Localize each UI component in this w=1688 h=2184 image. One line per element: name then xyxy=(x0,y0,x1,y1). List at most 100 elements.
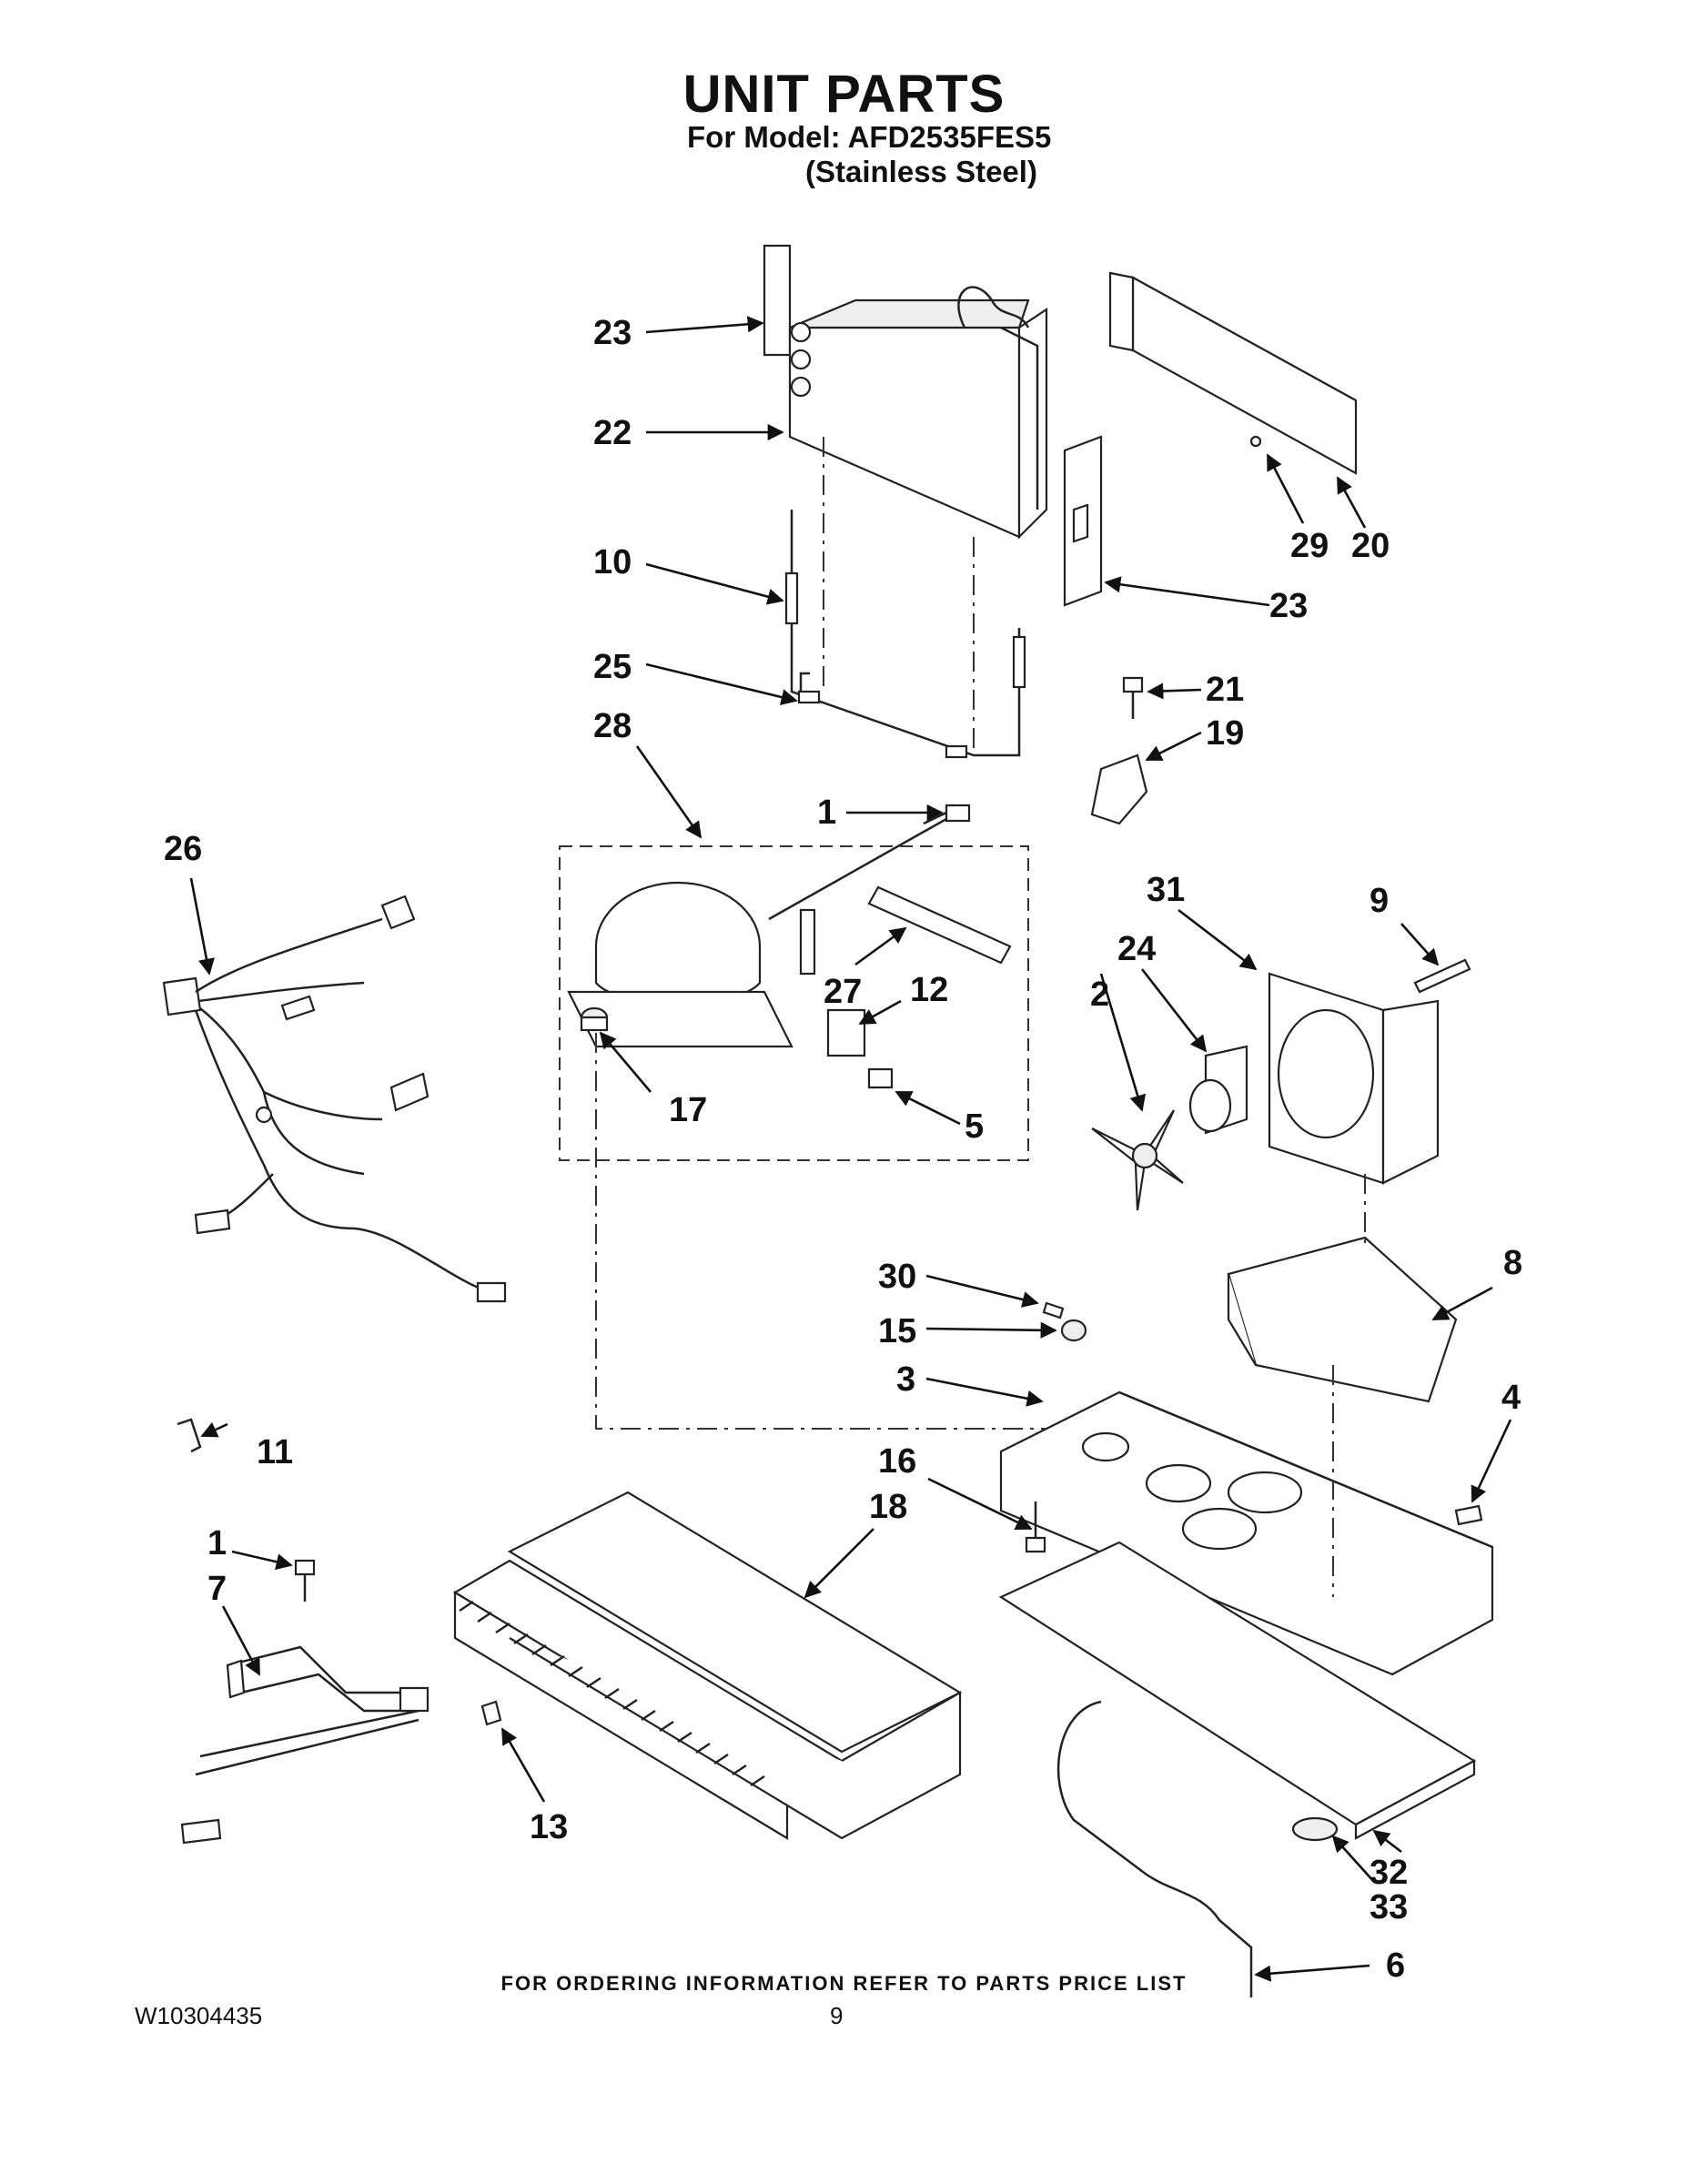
callout-13: 13 xyxy=(530,1808,568,1846)
callout-28: 28 xyxy=(593,707,632,745)
leader-21 xyxy=(1147,682,1202,700)
model-number: For Model: AFD2535FES5 xyxy=(687,120,1052,154)
defrost-heater-part xyxy=(784,510,1026,759)
leader-29 xyxy=(1266,453,1305,524)
hidden-line-compressor-base xyxy=(595,1033,1046,1430)
callout-1-top: 1 xyxy=(817,794,836,832)
leader-32 xyxy=(1372,1829,1402,1854)
compressor-assembly-outline xyxy=(559,845,1029,1161)
evaporator-part xyxy=(763,244,1048,540)
base-plate-part xyxy=(999,1390,1494,1676)
fan-shroud-part xyxy=(1268,972,1440,1185)
leader-12 xyxy=(858,999,902,1026)
callout-24: 24 xyxy=(1117,930,1156,968)
leader-28 xyxy=(635,745,702,839)
leader-27 xyxy=(854,926,907,966)
callout-23-right: 23 xyxy=(1269,587,1308,625)
callout-1-bottom: 1 xyxy=(207,1524,227,1562)
callout-30: 30 xyxy=(878,1258,916,1296)
screw-16-part xyxy=(1025,1502,1046,1553)
leader-5 xyxy=(895,1090,961,1126)
leader-13 xyxy=(500,1727,546,1803)
leader-31 xyxy=(1178,908,1258,971)
leader-23-top xyxy=(645,316,764,334)
foot-33-part xyxy=(1291,1816,1339,1842)
document-number: W10304435 xyxy=(135,2002,263,2029)
page-number: 9 xyxy=(830,2002,844,2029)
callout-16: 16 xyxy=(878,1442,916,1481)
callout-6: 6 xyxy=(1386,1946,1405,1985)
screw-21-part xyxy=(1122,676,1144,719)
leader-7 xyxy=(221,1605,261,1676)
callout-12: 12 xyxy=(910,971,948,1009)
callout-26: 26 xyxy=(164,830,202,868)
screw-1-top-part xyxy=(923,804,971,825)
callout-10: 10 xyxy=(593,543,632,581)
fan-motor-part xyxy=(1188,1045,1248,1135)
overload-part xyxy=(867,1067,894,1089)
drain-pan-part xyxy=(998,1541,1477,1840)
callout-9: 9 xyxy=(1370,882,1389,920)
screw-9-part xyxy=(1413,958,1471,994)
callout-21: 21 xyxy=(1206,671,1244,709)
grommet-17-part xyxy=(580,1006,609,1032)
leader-33 xyxy=(1331,1835,1375,1883)
screw-1-bottom-part xyxy=(294,1559,316,1602)
evaporator-cover-part xyxy=(1108,271,1358,475)
leader-20 xyxy=(1336,476,1367,529)
callout-33: 33 xyxy=(1370,1888,1408,1926)
leader-30 xyxy=(925,1274,1039,1308)
callout-31: 31 xyxy=(1147,871,1185,909)
leader-3 xyxy=(925,1377,1044,1407)
leader-24 xyxy=(1140,968,1208,1053)
leader-17 xyxy=(599,1031,652,1093)
callout-15: 15 xyxy=(878,1312,916,1350)
leader-25 xyxy=(645,662,798,705)
callout-32: 32 xyxy=(1370,1854,1408,1892)
evaporator-bracket-part xyxy=(1063,435,1103,607)
filter-drier-part xyxy=(867,885,1012,965)
leader-1-bottom xyxy=(231,1550,293,1571)
condensate-tube-part xyxy=(1056,1700,1253,1997)
condenser-part xyxy=(452,1491,963,1840)
leader-26 xyxy=(189,877,215,976)
callout-4: 4 xyxy=(1501,1379,1521,1417)
finish-label: (Stainless Steel) xyxy=(805,155,1037,188)
callout-18: 18 xyxy=(869,1488,907,1526)
callout-3: 3 xyxy=(896,1360,915,1399)
leader-18 xyxy=(804,1528,874,1599)
leader-6 xyxy=(1254,1964,1370,1982)
page-title: UNIT PARTS xyxy=(682,65,1006,124)
clip-13-part xyxy=(480,1700,502,1726)
leader-16 xyxy=(927,1477,1033,1531)
callout-17: 17 xyxy=(669,1091,707,1129)
callout-29: 29 xyxy=(1290,527,1329,565)
leader-9 xyxy=(1400,923,1440,966)
callout-8: 8 xyxy=(1503,1244,1522,1282)
callout-11: 11 xyxy=(257,1433,293,1471)
leader-8 xyxy=(1431,1286,1493,1321)
leader-11 xyxy=(200,1421,228,1438)
callout-25: 25 xyxy=(593,648,632,686)
leader-19 xyxy=(1145,731,1202,762)
fan-blade-part xyxy=(1091,1109,1184,1211)
ground-wire-11-part xyxy=(177,1418,202,1453)
ordering-note: FOR ORDERING INFORMATION REFER TO PARTS … xyxy=(500,1972,1188,1995)
leader-2 xyxy=(1099,973,1147,1112)
sleeve-30-part xyxy=(1042,1301,1065,1320)
leader-4 xyxy=(1471,1419,1512,1503)
compressor-part xyxy=(567,817,947,1048)
leader-23-right xyxy=(1104,576,1270,607)
relay-part xyxy=(826,1008,866,1057)
callout-19: 19 xyxy=(1206,714,1244,753)
fan-bracket-part xyxy=(1227,1236,1458,1403)
leader-10 xyxy=(645,562,784,605)
leader-15 xyxy=(925,1321,1057,1339)
callout-22: 22 xyxy=(593,414,632,452)
callout-27: 27 xyxy=(824,973,862,1011)
screw-4-part xyxy=(1454,1504,1483,1526)
heater-harness-7-part xyxy=(180,1645,430,1845)
callout-7: 7 xyxy=(207,1570,227,1608)
callout-5: 5 xyxy=(965,1107,984,1146)
